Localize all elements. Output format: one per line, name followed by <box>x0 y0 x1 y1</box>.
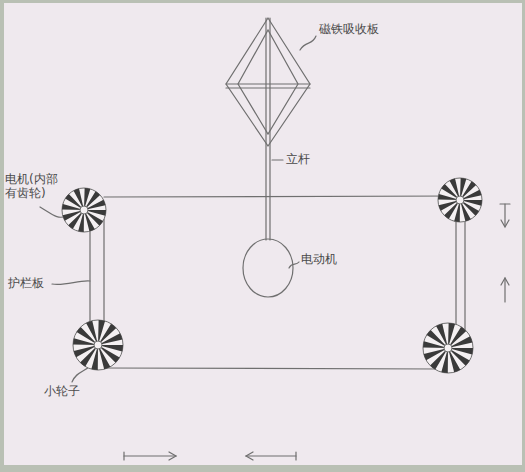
wheel <box>438 178 482 222</box>
motion-arrow <box>169 452 176 460</box>
leader-line <box>72 366 90 382</box>
part-label: 立杆 <box>286 152 310 166</box>
magnet-diamond <box>226 18 310 146</box>
motion-arrow <box>246 455 296 456</box>
frame-line <box>104 196 460 197</box>
leader-line <box>272 159 283 160</box>
wheel <box>423 323 473 373</box>
motion-arrow <box>124 455 176 456</box>
magnet-bar <box>226 87 310 88</box>
motor-circle <box>243 239 293 297</box>
wheel <box>73 320 123 370</box>
part-label: 电动机 <box>301 252 337 266</box>
leader-line <box>289 262 299 268</box>
leader-line <box>300 36 316 50</box>
magnet-bar <box>226 83 310 84</box>
paper-sheet <box>4 3 522 465</box>
part-label: 小轮子 <box>44 384 80 398</box>
magnet-diamond <box>238 30 298 134</box>
motion-arrow <box>246 452 253 460</box>
motion-arrow <box>504 204 505 226</box>
motion-arrow <box>501 278 509 285</box>
wheel <box>62 188 106 232</box>
motion-arrow <box>504 278 505 302</box>
motion-arrow <box>501 220 509 227</box>
frame-line <box>100 368 440 369</box>
part-label: 磁铁吸收板 <box>319 22 379 36</box>
part-label: 护栏板 <box>8 276 44 290</box>
motion-arrow <box>500 203 510 204</box>
part-label: 电机(内部有齿轮) <box>5 172 63 201</box>
motion-arrow <box>295 452 296 460</box>
leader-line <box>52 281 90 285</box>
